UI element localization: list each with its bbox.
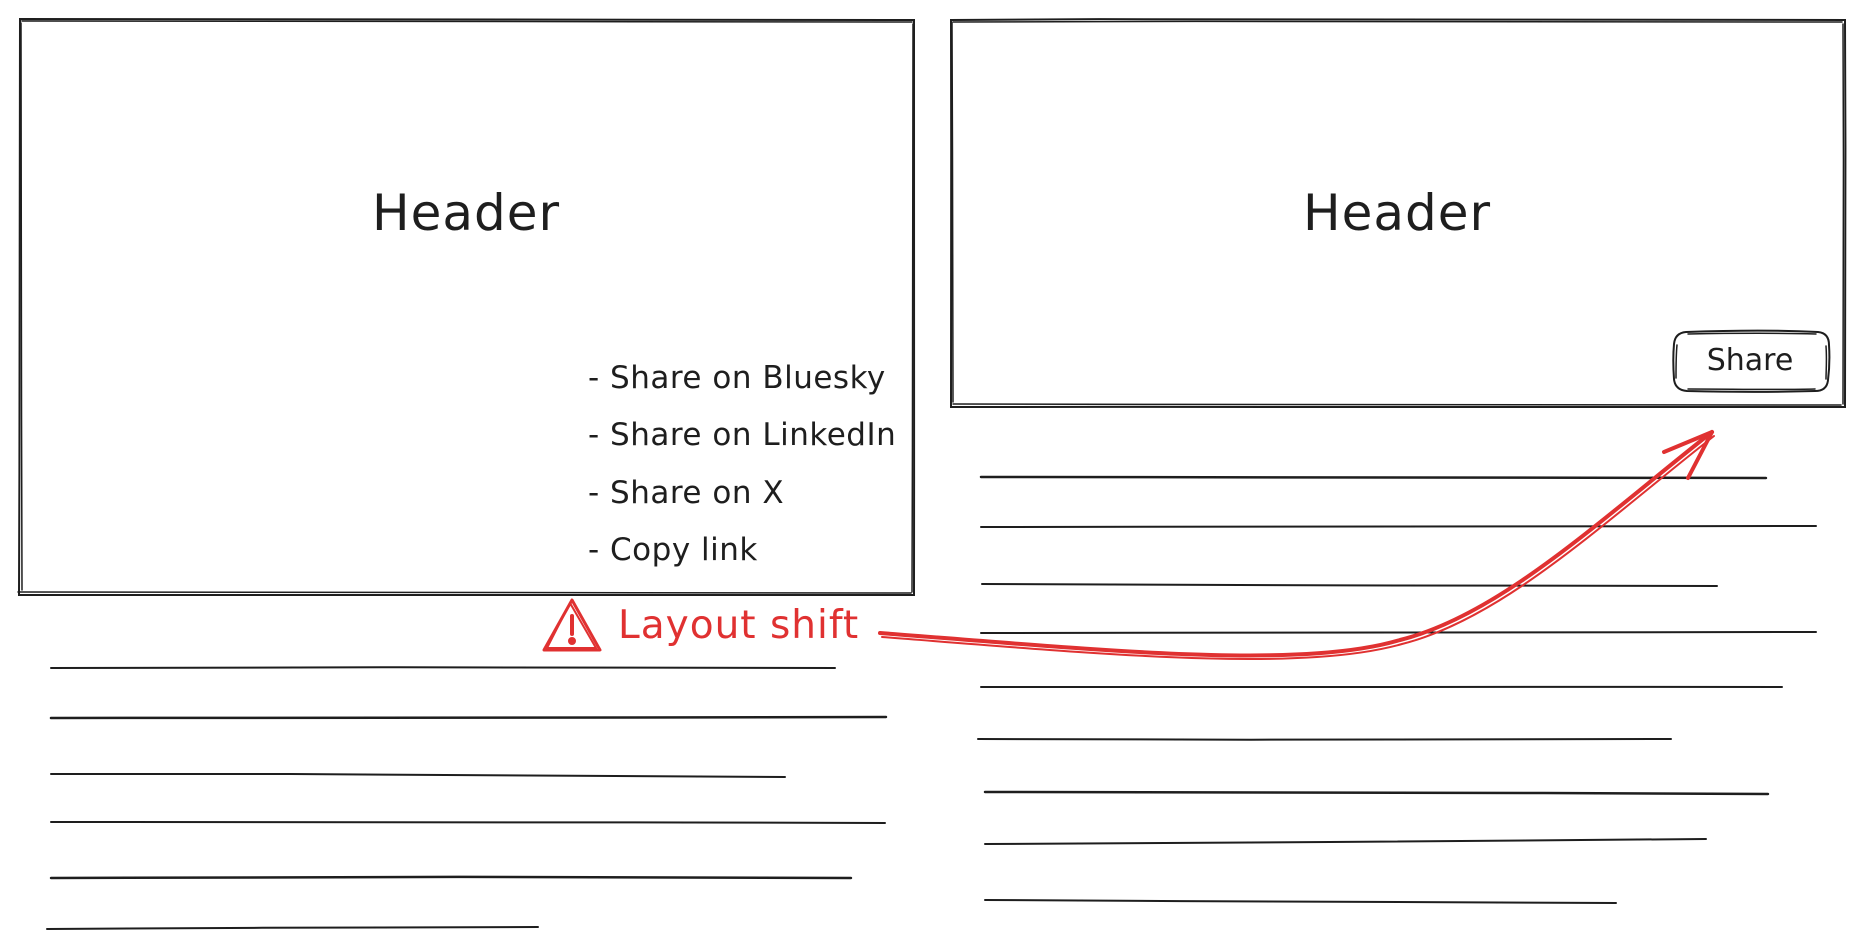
share-button[interactable]: Share: [1706, 342, 1794, 378]
left-text-line: [46, 926, 539, 930]
left-content-lines: [46, 666, 888, 930]
right-text-line: [980, 525, 1817, 528]
right-text-line: [980, 631, 1817, 634]
right-text-line: [981, 583, 1718, 587]
right-text-line: [977, 738, 1672, 741]
left-text-line: [50, 772, 786, 778]
left-text-line: [50, 666, 836, 669]
left-text-line: [50, 821, 886, 824]
right-text-line: [984, 838, 1707, 845]
left-header-title: Header: [371, 184, 561, 242]
right-text-line: [984, 899, 1617, 904]
share-menu-item-copy-link[interactable]: - Copy link: [588, 532, 758, 568]
layout-shift-label: Layout shift: [618, 603, 860, 648]
share-button-outline: [1672, 329, 1831, 393]
share-menu-item-x[interactable]: - Share on X: [588, 475, 785, 511]
share-menu-item-linkedin[interactable]: - Share on LinkedIn: [588, 417, 897, 453]
layout-shift-arrow: [878, 430, 1715, 660]
right-header-title: Header: [1302, 184, 1492, 242]
left-text-line: [49, 715, 888, 720]
left-text-line: [49, 875, 853, 880]
right-text-line: [983, 790, 1770, 796]
share-menu-item-bluesky[interactable]: - Share on Bluesky: [588, 360, 886, 396]
right-content-lines: [977, 475, 1817, 904]
warning-triangle-icon: [542, 598, 602, 652]
right-text-line: [979, 475, 1768, 480]
